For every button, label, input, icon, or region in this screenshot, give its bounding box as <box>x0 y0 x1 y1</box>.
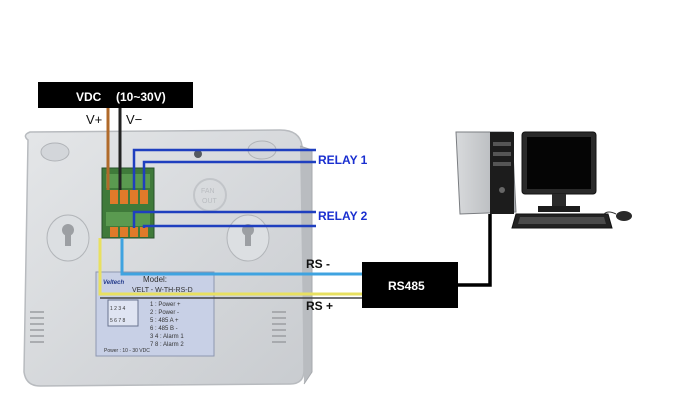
mount-keyhole-left <box>46 214 90 262</box>
relay2-wires <box>132 210 316 228</box>
terminal-34: 3 4 : Alarm 1 <box>150 334 184 340</box>
mount-keyhole-right <box>226 214 270 262</box>
pc-mouse <box>616 211 632 221</box>
computer <box>455 131 632 229</box>
pin-row-top: 1 2 3 4 <box>110 306 126 312</box>
svg-text:OUT: OUT <box>202 198 218 205</box>
power-spec: Power : 10 - 30 VDC <box>104 348 150 354</box>
rs-plus-label: RS + <box>306 299 333 313</box>
rs-minus-label: RS - <box>306 257 330 271</box>
terminal-block <box>101 167 155 239</box>
wire-rs-plus <box>98 238 362 296</box>
rs485-converter: RS485 <box>362 262 458 308</box>
pc-tower <box>455 131 517 215</box>
relay1-label: RELAY 1 <box>318 153 368 167</box>
terminal-6: 6 : 485 B - <box>150 326 178 332</box>
sensor-device: FAN OUT <box>23 129 313 387</box>
vdc-bar <box>38 82 193 108</box>
power-supply: VDC (10~30V) V+ V− <box>38 82 193 127</box>
terminal-78: 7 8 : Alarm 2 <box>150 342 184 348</box>
terminal-2: 2 : Power - <box>150 310 179 316</box>
vdc-range: (10~30V) <box>116 90 166 104</box>
vplus-label: V+ <box>86 112 102 127</box>
pin-row-bottom: 5 6 7 8 <box>110 318 126 324</box>
relay1-wires <box>132 148 316 190</box>
wire-rs-minus <box>120 238 362 276</box>
brand-logo: Veltech <box>103 280 124 286</box>
rs485-label: RS485 <box>388 279 425 293</box>
vent-left <box>30 311 44 343</box>
wire-to-pc <box>458 214 492 287</box>
vdc-label: VDC <box>76 90 102 104</box>
pc-monitor <box>521 131 597 212</box>
svg-text:FAN: FAN <box>201 188 215 195</box>
spec-label: Veltech Model: VELT - W-TH-RS-D 1 2 3 4 … <box>95 271 215 357</box>
model-value: VELT - W-TH-RS-D <box>132 287 193 294</box>
vent-right <box>272 311 286 343</box>
model-label: Model: <box>143 275 167 284</box>
terminal-1: 1 : Power + <box>150 302 181 308</box>
pc-keyboard <box>511 213 613 229</box>
relay2-label: RELAY 2 <box>318 209 368 223</box>
vminus-label: V− <box>126 112 142 127</box>
terminal-5: 5 : 485 A + <box>150 318 179 324</box>
